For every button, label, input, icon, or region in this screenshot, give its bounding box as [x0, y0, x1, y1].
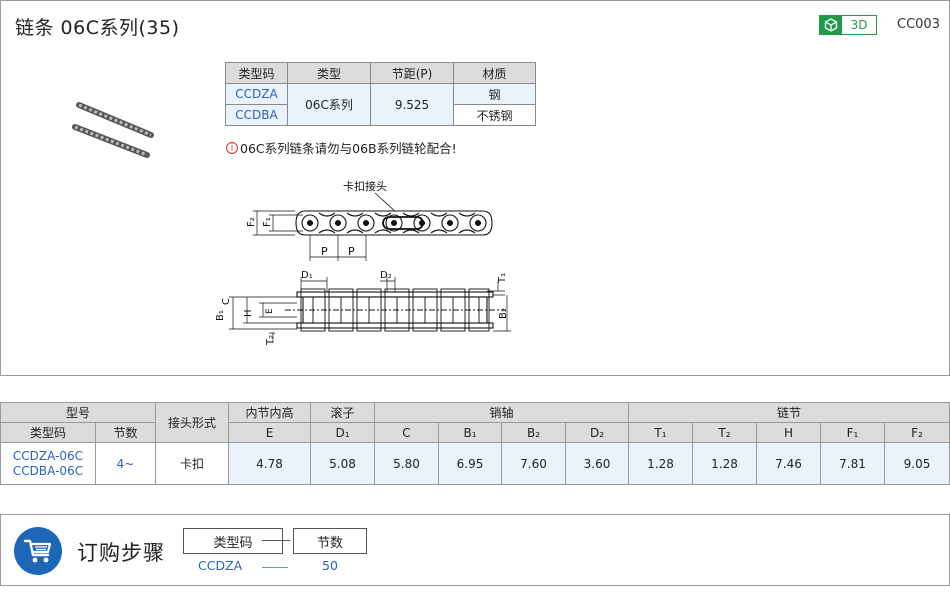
header-b1: B₁	[438, 422, 502, 443]
ordering-card: 订购步骤 类型码 节数 CCDZA 50	[0, 514, 950, 586]
dimension-table: 型号 接头形式 内节内高 滚子 销轴 链节 类型码 节数 E D₁ C B₁ B…	[0, 402, 950, 485]
warning-circle-icon: i	[226, 141, 238, 154]
header-b2: B₂	[501, 422, 566, 443]
chain-photo	[72, 102, 154, 158]
spec-header-type-code: 类型码	[225, 62, 288, 84]
header-inner: 内节内高	[228, 402, 311, 423]
label-p2: P	[348, 245, 355, 258]
type-code-ccdba[interactable]: CCDBA	[225, 104, 288, 126]
cube-icon	[820, 16, 842, 34]
product-code: CC003	[897, 17, 940, 32]
example-type-code: CCDZA	[198, 558, 243, 573]
label-d1: D₁	[301, 270, 313, 281]
label-e: E	[265, 308, 275, 314]
header-connector: 接头形式	[155, 402, 229, 443]
material-steel: 钢	[453, 83, 536, 105]
spec-type-value: 06C系列	[287, 83, 371, 126]
header-link: 链节	[628, 402, 950, 423]
compatibility-note: i 06C系列链条请勿与06B系列链轮配合!	[226, 138, 457, 157]
spec-header-material: 材质	[453, 62, 536, 84]
label-p1: P	[321, 245, 328, 258]
header-e: E	[228, 422, 311, 443]
row-e: 4.78	[228, 442, 311, 485]
header-t1: T₁	[628, 422, 693, 443]
label-t1: T₁	[497, 273, 508, 284]
label-h: H	[243, 309, 254, 317]
row-t2: 1.28	[692, 442, 757, 485]
row-t1: 1.28	[628, 442, 693, 485]
material-stainless: 不锈钢	[453, 104, 536, 126]
header-t2: T₂	[692, 422, 757, 443]
row-d1: 5.08	[310, 442, 375, 485]
code-ccdba-06c[interactable]: CCDBA-06C	[12, 463, 84, 478]
3d-model-button[interactable]: 3D	[819, 15, 877, 35]
label-d2: D₂	[380, 270, 392, 281]
row-b1: 6.95	[438, 442, 502, 485]
type-code-ccdza[interactable]: CCDZA	[225, 83, 288, 105]
label-c: C	[221, 298, 232, 305]
header-c: C	[374, 422, 439, 443]
product-card: 链条 06C系列(35) 3D CC003 类型码 类型 节距(P) 材质	[0, 0, 950, 376]
header-f1: F₁	[820, 422, 885, 443]
step-separator	[262, 540, 290, 541]
row-h: 7.46	[756, 442, 821, 485]
3d-label: 3D	[850, 18, 868, 32]
header-f2: F₂	[884, 422, 950, 443]
table-row: CCDZA-06C CCDBA-06C 4~ 卡扣 4.78 5.08 5.80…	[0, 442, 950, 485]
example-links: 50	[322, 558, 338, 573]
note-text: 06C系列链条请勿与06B系列链轮配合!	[240, 141, 457, 156]
step-type-code-box: 类型码	[183, 528, 283, 554]
shopping-cart-icon	[14, 527, 62, 575]
label-f1: F₁	[262, 217, 273, 227]
header-type-code: 类型码	[0, 422, 96, 443]
label-t2: T₂	[265, 335, 276, 346]
row-connector: 卡扣	[155, 442, 229, 485]
code-ccdza-06c[interactable]: CCDZA-06C	[12, 448, 84, 463]
spec-pitch-value: 9.525	[370, 83, 454, 126]
connector-label: 卡扣接头	[343, 179, 387, 193]
header-d1: D₁	[310, 422, 375, 443]
example-separator	[262, 567, 288, 568]
spec-table: 类型码 类型 节距(P) 材质 CCDZA 06C系列 9.525 钢 CCDB…	[225, 62, 536, 126]
label-f2: F₂	[246, 217, 257, 227]
row-links: 4~	[95, 442, 156, 485]
header-d2: D₂	[565, 422, 629, 443]
ordering-title: 订购步骤	[77, 541, 165, 565]
spec-header-pitch: 节距(P)	[370, 62, 454, 84]
chain-drawing: 卡扣接头 F₂ F₁ P P D₁	[215, 179, 511, 346]
header-model: 型号	[0, 402, 156, 423]
spec-header-type: 类型	[287, 62, 371, 84]
header-h: H	[756, 422, 821, 443]
row-type-codes[interactable]: CCDZA-06C CCDBA-06C	[0, 442, 96, 485]
header-pin: 销轴	[374, 402, 629, 423]
label-b2: B₂	[498, 308, 509, 319]
row-f1: 7.81	[820, 442, 885, 485]
row-d2: 3.60	[565, 442, 629, 485]
header-links: 节数	[95, 422, 156, 443]
label-b1: B₁	[215, 310, 226, 321]
page-title: 链条 06C系列(35)	[15, 17, 180, 39]
row-c: 5.80	[374, 442, 439, 485]
row-f2: 9.05	[884, 442, 950, 485]
header-roller: 滚子	[310, 402, 375, 423]
row-b2: 7.60	[501, 442, 566, 485]
step-links-box: 节数	[293, 528, 367, 554]
